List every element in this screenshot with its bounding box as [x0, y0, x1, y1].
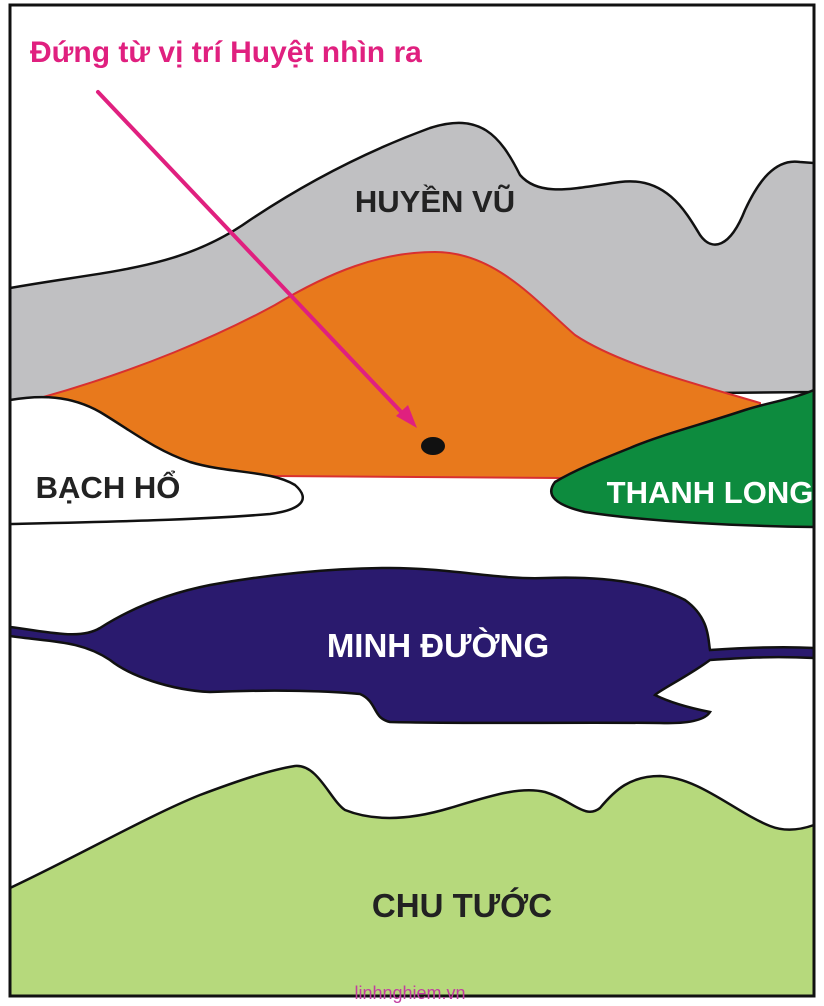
frame-border	[8, 3, 816, 998]
thanh-long-label: THANH LONG	[607, 475, 814, 510]
bach-ho-label: BẠCH HỔ	[36, 469, 181, 505]
huyet-mound	[37, 250, 772, 480]
thanh-long-hill	[550, 388, 816, 529]
huyet-point	[421, 437, 445, 455]
chu-tuoc-hill	[8, 764, 816, 998]
annotation-label: Đứng từ vị trí Huyệt nhìn ra	[30, 36, 422, 69]
minh-duong-pond	[8, 566, 816, 725]
pointer-arrow	[96, 90, 417, 428]
chu-tuoc-label: CHU TƯỚC	[372, 887, 552, 924]
watermark: linhnghiem.vn	[354, 983, 465, 1003]
bach-ho-hill	[8, 395, 304, 526]
minh-duong-label: MINH ĐƯỜNG	[327, 627, 549, 664]
huyen-vu-label: HUYỀN VŨ	[355, 183, 515, 219]
